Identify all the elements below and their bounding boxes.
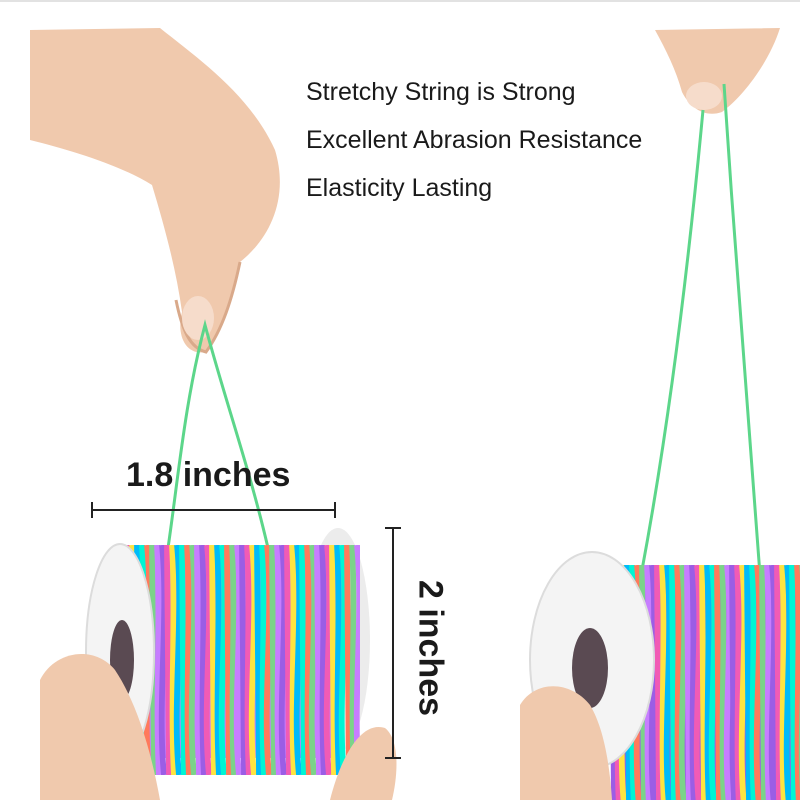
thread-strand [319, 545, 327, 775]
thread-strand [284, 545, 292, 775]
height-dimension-line [385, 527, 401, 759]
height-label: 2 inches [411, 579, 450, 717]
thread-strand [248, 545, 258, 775]
thread-strand [794, 565, 800, 800]
thread-strand [768, 565, 778, 800]
thread-strand [344, 545, 352, 775]
thread-strand [789, 565, 797, 800]
right-hand-top [655, 28, 780, 114]
thread-strand [749, 565, 757, 800]
thread-strand [674, 565, 682, 800]
thread-strand [173, 545, 183, 775]
thread-strand [323, 545, 333, 775]
thread-strand [289, 545, 297, 775]
thread-strand [663, 565, 673, 800]
thread-strand [169, 545, 177, 775]
thread-strand [744, 565, 752, 800]
thread-strand [263, 545, 273, 775]
feature-list: Stretchy String is Strong Excellent Abra… [306, 68, 642, 212]
thread-strand [218, 545, 228, 775]
thread-strand [764, 565, 772, 800]
thread-strand [314, 545, 322, 775]
thread-strand [714, 565, 722, 800]
thread-strand [783, 565, 793, 800]
thread-strand [214, 545, 222, 775]
thread-strand [779, 565, 787, 800]
feature-item: Stretchy String is Strong [306, 78, 576, 106]
left-hand-bottom-right [330, 726, 397, 800]
right-hand-bottom [520, 686, 612, 800]
thread-strand [244, 545, 252, 775]
thread-strand [678, 565, 688, 800]
thread-strand [199, 545, 207, 775]
thread-strand [154, 545, 162, 775]
thread-strand [299, 545, 307, 775]
thread-strand [188, 545, 198, 775]
thread-strand [233, 545, 243, 775]
thread-strand [164, 545, 172, 775]
thread-strand [259, 545, 267, 775]
thread-strand [654, 565, 662, 800]
thread-strand [329, 545, 337, 775]
feature-item: Elasticity Lasting [306, 174, 493, 202]
thread-strand [699, 565, 707, 800]
thread-strand [229, 545, 237, 775]
thread-strand [254, 545, 262, 775]
thread-strand [158, 545, 168, 775]
thread-strand [349, 545, 357, 775]
thread-strand [334, 545, 342, 775]
top-border-line [0, 0, 800, 2]
thread-strand [704, 565, 712, 800]
thread-strand [759, 565, 767, 800]
thread-strand [304, 545, 312, 775]
left-hand-top [30, 28, 280, 354]
thread-strand [669, 565, 677, 800]
thread-strand [693, 565, 703, 800]
left-string-loop [166, 319, 270, 549]
thread-strand [278, 545, 288, 775]
thread-strand [269, 545, 277, 775]
thread-strand [689, 565, 697, 800]
thread-strand [684, 565, 692, 800]
thread-strand [708, 565, 718, 800]
thread-strand [338, 545, 348, 775]
thread-strand [274, 545, 282, 775]
thread-strand [774, 565, 782, 800]
thread-strand [308, 545, 318, 775]
thread-strand [734, 565, 742, 800]
thread-strand [659, 565, 667, 800]
thread-strand [719, 565, 727, 800]
thread-strand [293, 545, 303, 775]
right-string-right [722, 83, 762, 576]
right-string-left [640, 109, 705, 571]
thread-strand [753, 565, 763, 800]
thread-strand [729, 565, 737, 800]
feature-item: Excellent Abrasion Resistance [306, 126, 643, 154]
thread-strand [194, 545, 202, 775]
thread-strand [738, 565, 748, 800]
thread-strand [209, 545, 217, 775]
thread-strand [224, 545, 232, 775]
left-hand-bottom [40, 653, 160, 800]
width-dimension-line [91, 502, 336, 518]
thread-strand [184, 545, 192, 775]
thread-strand [723, 565, 733, 800]
width-label: 1.8 inches [126, 456, 291, 494]
thread-strand [179, 545, 187, 775]
thread-strand [239, 545, 247, 775]
thread-strand [203, 545, 213, 775]
